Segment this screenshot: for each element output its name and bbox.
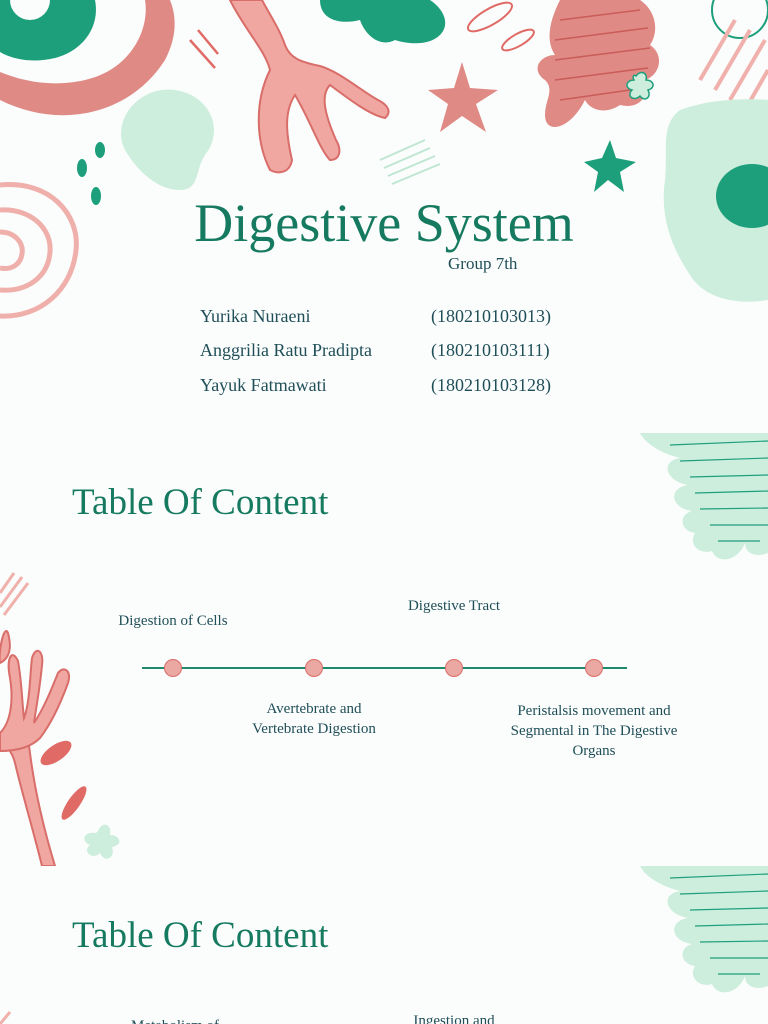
- decorative-organic-shapes: [0, 0, 768, 319]
- coral-striped-leaf: [537, 0, 660, 127]
- toc-item: Metabolism of: [110, 1016, 240, 1024]
- timeline-dot: [585, 659, 603, 677]
- coral-stripes-left: [0, 572, 30, 616]
- timeline-dot: [305, 659, 323, 677]
- teal-ring-outline: [711, 0, 768, 39]
- toc-slide: Table Of Content Digestion of Cells Aver…: [0, 433, 768, 866]
- coral-leaf-marks: [40, 740, 87, 820]
- mint-striped-leaf: [640, 866, 768, 993]
- member-name: Anggrilia Ratu Pradipta: [200, 340, 372, 360]
- coral-arc-shape: [0, 0, 175, 116]
- member-id: (180210103128): [431, 375, 551, 395]
- cover-slide: Digestive System Group 7th Yurika Nuraen…: [0, 0, 768, 433]
- mint-striped-leaf: [640, 433, 768, 560]
- coral-stripes-right: [698, 18, 768, 111]
- timeline-line: [142, 667, 627, 669]
- teal-dots: [77, 142, 105, 205]
- coral-branch-shape: [0, 630, 70, 866]
- mint-blob-left: [121, 89, 214, 190]
- group-label: Group 7th: [448, 254, 518, 273]
- toc-item: Avertebrate and Vertebrate Digestion: [252, 701, 376, 737]
- teal-leaf-top: [320, 0, 446, 44]
- white-ring-hole: [10, 0, 50, 20]
- section-title: Table Of Content: [72, 915, 329, 956]
- coral-swirl: [0, 182, 79, 319]
- decorative-organic-shapes: [0, 433, 768, 866]
- teal-blob-right: [716, 164, 768, 228]
- member-name: Yurika Nuraeni: [200, 306, 311, 326]
- mint-blob-right: [663, 99, 768, 302]
- decorative-organic-shapes: [0, 866, 768, 1024]
- toc-slide-2: Table Of Content Metabolism of Ingestion…: [0, 866, 768, 1024]
- toc-item: Digestion of Cells: [118, 613, 228, 629]
- section-title: Table Of Content: [72, 482, 329, 523]
- member-id: (180210103111): [431, 340, 550, 360]
- coral-hatch-marks: [189, 29, 219, 69]
- mint-cross-shape: [84, 824, 120, 859]
- teal-star-shape: [584, 140, 636, 192]
- coral-branch-shape: [228, 0, 390, 174]
- toc-item: Peristalsis movement and Segmental in Th…: [510, 703, 678, 759]
- member-id: (180210103013): [431, 306, 551, 326]
- coral-outline-ovals: [466, 1, 535, 52]
- coral-star-shape: [428, 62, 498, 132]
- toc-item: Ingestion and: [413, 1013, 495, 1024]
- coral-stripes-left: [0, 1011, 12, 1024]
- member-name: Yayuk Fatmawati: [200, 375, 327, 395]
- page-title: Digestive System: [194, 193, 574, 253]
- mint-hatch-marks: [379, 139, 441, 185]
- toc-item: Digestive Tract: [407, 598, 501, 614]
- timeline-dot: [164, 659, 182, 677]
- teal-cross-outline: [626, 71, 654, 100]
- timeline-dot: [445, 659, 463, 677]
